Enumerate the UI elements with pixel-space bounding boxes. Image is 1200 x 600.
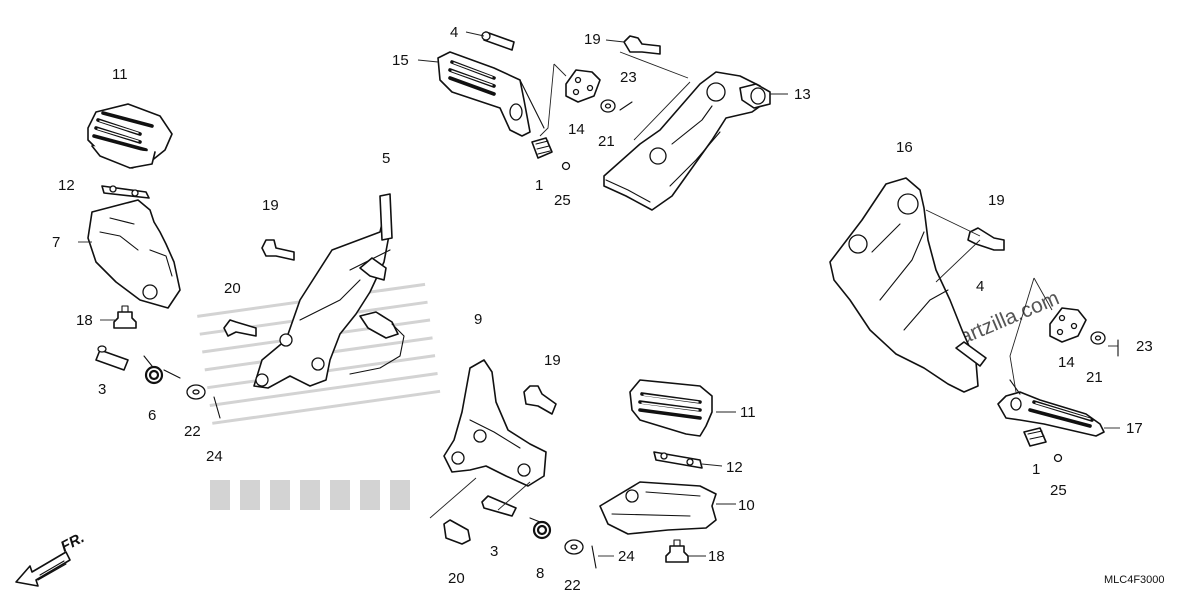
part-24-left-cotter-pin bbox=[213, 396, 221, 419]
part-22-left-washer bbox=[186, 384, 206, 400]
part-16-right-bracket bbox=[829, 177, 979, 393]
callout-13: 13 bbox=[794, 86, 811, 103]
part-8-center-spring bbox=[529, 517, 552, 540]
part-18-right-bolt bbox=[665, 539, 689, 563]
callout-9: 9 bbox=[474, 311, 482, 328]
callout-1-top: 1 bbox=[535, 177, 543, 194]
callout-19-top: 19 bbox=[584, 31, 601, 48]
callout-8: 8 bbox=[536, 565, 544, 582]
callout-4-right: 4 bbox=[976, 278, 984, 295]
callout-3-center: 3 bbox=[490, 543, 498, 560]
part-21-right-washer bbox=[1090, 331, 1106, 345]
part-1-right-spring bbox=[1023, 427, 1047, 447]
callout-23-top: 23 bbox=[620, 69, 637, 86]
callout-23-right: 23 bbox=[1136, 338, 1153, 355]
callout-5: 5 bbox=[382, 150, 390, 167]
front-direction-label: FR. bbox=[58, 529, 87, 555]
callout-21-top: 21 bbox=[598, 133, 615, 150]
part-19-bolt-top bbox=[623, 35, 661, 55]
part-15-upper-footpeg bbox=[437, 51, 545, 137]
callout-10: 10 bbox=[738, 497, 755, 514]
part-3-left-pin bbox=[95, 345, 129, 371]
callout-14-right: 14 bbox=[1058, 354, 1075, 371]
callout-22-left: 22 bbox=[184, 423, 201, 440]
part-25-right-ball bbox=[1053, 453, 1063, 463]
callout-19-right: 19 bbox=[988, 192, 1005, 209]
part-23-upper-cotter-pin bbox=[619, 101, 633, 111]
part-20-bolt-center bbox=[443, 519, 471, 545]
part-14-upper-plate bbox=[565, 69, 601, 103]
callout-25-top: 25 bbox=[554, 192, 571, 209]
part-1-upper-spring bbox=[531, 137, 553, 159]
part-19-bolt-upper-left bbox=[261, 239, 295, 261]
diagram-code: MLC4F3000 bbox=[1104, 574, 1165, 586]
part-17-right-footpeg bbox=[997, 379, 1105, 437]
callout-18-left: 18 bbox=[76, 312, 93, 329]
part-5-lower-bracket bbox=[443, 359, 547, 487]
part-7-left-step bbox=[87, 199, 181, 309]
part-18-left-bolt bbox=[113, 305, 137, 329]
callout-22-center: 22 bbox=[564, 577, 581, 594]
front-direction-arrow bbox=[15, 551, 71, 587]
part-12-left-plate bbox=[101, 185, 150, 199]
callout-7: 7 bbox=[52, 234, 60, 251]
callout-20-left: 20 bbox=[224, 280, 241, 297]
callout-15: 15 bbox=[392, 52, 409, 69]
part-5-bracket-tab bbox=[379, 193, 393, 241]
part-3-center-pin bbox=[481, 495, 517, 517]
callout-12-right: 12 bbox=[726, 459, 743, 476]
callout-11-right: 11 bbox=[740, 404, 756, 421]
part-13-right-bracket bbox=[603, 71, 771, 211]
part-25-upper-ball bbox=[561, 161, 571, 171]
part-24-center-cotter-pin bbox=[591, 545, 597, 569]
part-10-right-step bbox=[599, 481, 717, 535]
callout-3-left: 3 bbox=[98, 381, 106, 398]
callout-20-center: 20 bbox=[448, 570, 465, 587]
part-20-bolt-left bbox=[223, 319, 257, 337]
part-9-bracket bbox=[253, 197, 405, 389]
part-22-center-washer bbox=[564, 539, 584, 555]
part-19-bolt-right bbox=[967, 227, 1005, 251]
callout-19-center: 19 bbox=[544, 352, 561, 369]
callout-18-right: 18 bbox=[708, 548, 725, 565]
callout-24-left: 24 bbox=[206, 448, 223, 465]
part-6-left-spring bbox=[143, 355, 181, 385]
callout-11-left: 11 bbox=[112, 66, 128, 83]
part-21-upper-washer bbox=[600, 99, 616, 113]
callout-25-right: 25 bbox=[1050, 482, 1067, 499]
leader-lines bbox=[78, 31, 1120, 557]
callout-6: 6 bbox=[148, 407, 156, 424]
callout-19-upper-left: 19 bbox=[262, 197, 279, 214]
callouts: 11 12 7 18 3 6 22 24 19 20 5 9 4 15 19 1… bbox=[52, 24, 1153, 594]
part-4-upper-pin bbox=[481, 31, 515, 51]
callout-21-right: 21 bbox=[1086, 369, 1103, 386]
callout-1-right: 1 bbox=[1032, 461, 1040, 478]
part-11-left-footpeg-rubber bbox=[87, 103, 173, 169]
part-14-right-plate bbox=[1049, 307, 1087, 343]
part-12-right-plate bbox=[653, 451, 703, 469]
part-4-right-pin bbox=[955, 341, 987, 367]
callout-17: 17 bbox=[1126, 420, 1143, 437]
callout-16: 16 bbox=[896, 139, 913, 156]
callout-4-top: 4 bbox=[450, 24, 458, 41]
callout-24-center: 24 bbox=[618, 548, 635, 565]
part-11-right-footpeg-rubber bbox=[629, 379, 713, 437]
callout-14-top: 14 bbox=[568, 121, 585, 138]
part-19-bolt-center bbox=[523, 385, 557, 415]
callout-12-left: 12 bbox=[58, 177, 75, 194]
